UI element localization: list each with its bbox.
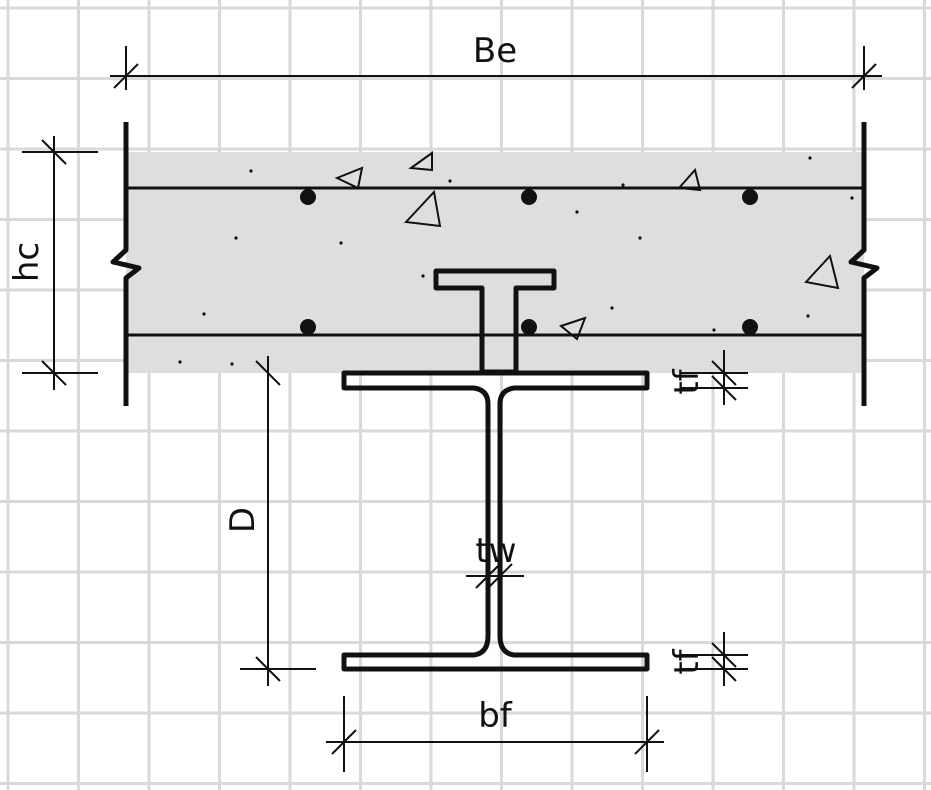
dim-effective-width: [110, 46, 882, 90]
aggregate-specks: [178, 156, 854, 366]
concrete-slab: [110, 122, 880, 406]
dim-beam-depth: [240, 356, 316, 686]
label-web-thickness: tw: [475, 531, 516, 571]
dim-slab-depth: [22, 136, 98, 390]
slab-body: [126, 152, 864, 373]
dim-flange-width: [326, 696, 664, 772]
label-slab-depth: hc: [7, 242, 47, 282]
left-break-line: [110, 122, 142, 406]
dim-flange-thickness-top: [680, 350, 748, 405]
label-flange-thickness-bottom: tf: [667, 648, 707, 674]
label-beam-depth: D: [223, 507, 263, 533]
rebar-dots: [300, 189, 758, 335]
dim-web-thickness: [466, 563, 524, 589]
label-flange-width: bf: [478, 696, 513, 736]
label-flange-thickness-top: tf: [667, 368, 707, 394]
label-effective-width: Be: [473, 31, 517, 71]
steel-i-beam: [341, 370, 650, 672]
dim-flange-thickness-bottom: [680, 632, 748, 686]
aggregate-triangles: [334, 151, 840, 341]
right-break-line: [848, 122, 880, 406]
